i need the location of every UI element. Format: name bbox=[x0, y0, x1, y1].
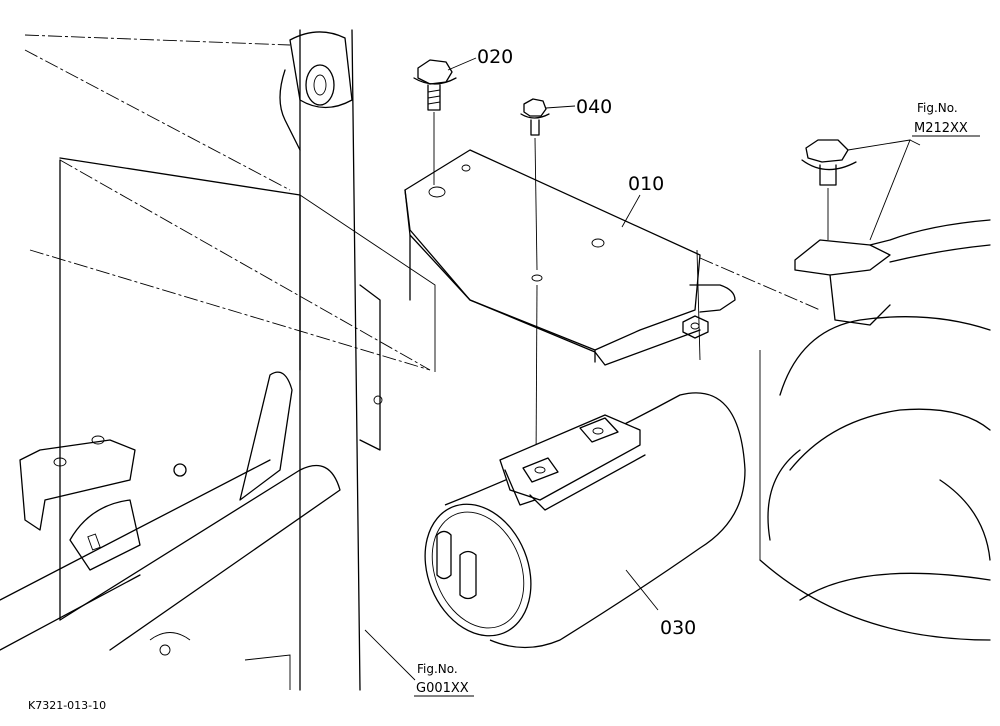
fig-ref-bottom-prefix: Fig.No. bbox=[417, 662, 458, 676]
bolt-040 bbox=[520, 98, 550, 466]
right-frame bbox=[699, 139, 991, 641]
bolt-020 bbox=[413, 59, 457, 185]
fig-ref-right-prefix: Fig.No. bbox=[917, 101, 958, 115]
callout-010: 010 bbox=[628, 173, 664, 195]
fig-ref-bottom-number: G001XX bbox=[416, 681, 469, 696]
callout-030: 030 bbox=[660, 617, 696, 639]
fig-ref-right-number: M212XX bbox=[914, 121, 968, 136]
leader-lines bbox=[364, 57, 921, 681]
bracket-010 bbox=[404, 149, 736, 366]
callout-040: 040 bbox=[576, 96, 612, 118]
callout-020: 020 bbox=[477, 46, 513, 68]
drawing-code: K7321-013-10 bbox=[28, 699, 106, 712]
frame-assembly bbox=[0, 29, 436, 691]
cylinder-030 bbox=[424, 392, 746, 649]
